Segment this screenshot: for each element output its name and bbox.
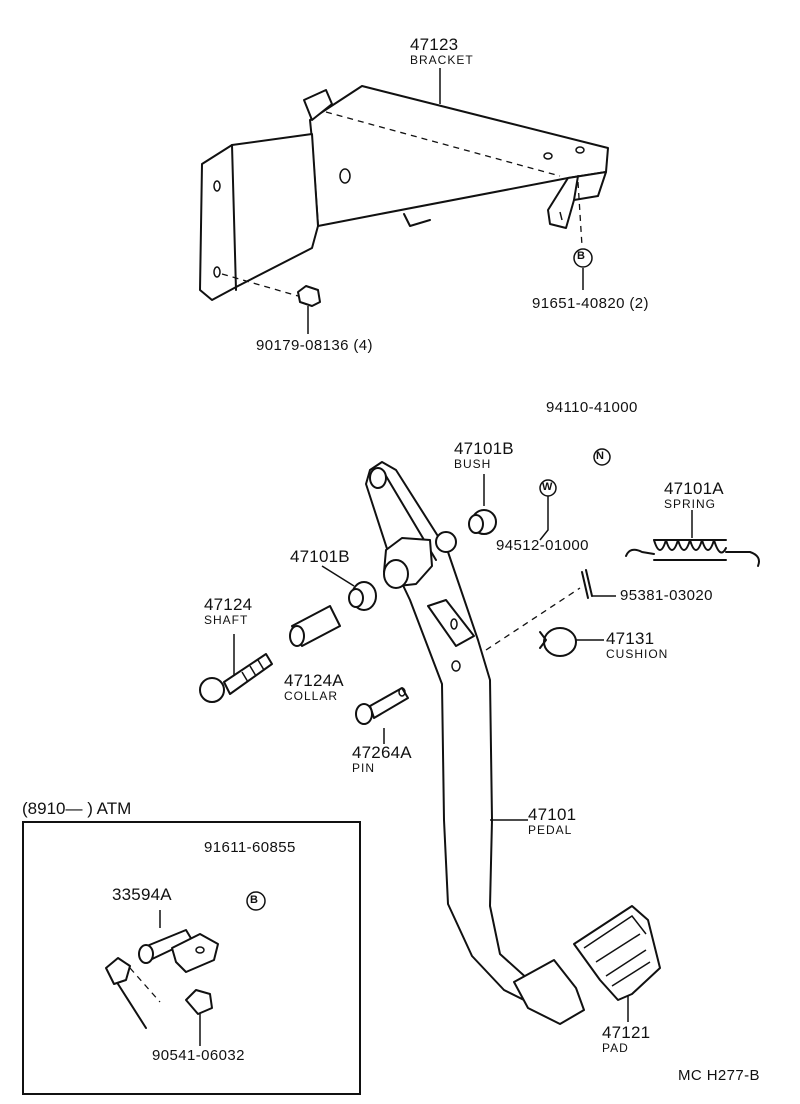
part-94110-label: 94110-41000 bbox=[546, 399, 638, 416]
marker-w: W bbox=[542, 481, 553, 493]
atm-inset-frame bbox=[22, 821, 361, 1095]
part-47264A-label: 47264A PIN bbox=[352, 744, 412, 774]
part-name: PAD bbox=[602, 1041, 629, 1055]
bracket-drawing bbox=[199, 68, 609, 334]
part-name: SPRING bbox=[664, 497, 717, 511]
part-33594A-label: 33594A bbox=[112, 885, 172, 904]
part-name: BRACKET bbox=[410, 53, 474, 67]
cotter-pin-drawing bbox=[581, 569, 616, 599]
part-91651-label: 91651-40820 (2) bbox=[532, 295, 649, 312]
part-name: BUSH bbox=[454, 457, 492, 471]
part-number: 47264A bbox=[352, 743, 412, 762]
part-name: CUSHION bbox=[606, 647, 669, 661]
part-number: 47124A bbox=[284, 671, 344, 690]
part-47101-label: 47101 PEDAL bbox=[528, 806, 576, 836]
spring-drawing bbox=[625, 510, 760, 567]
marker-b-upper: B bbox=[577, 250, 585, 262]
diagram-code: MC H277-B bbox=[678, 1067, 760, 1084]
part-number: 47101 bbox=[528, 805, 577, 824]
part-number: 47101B bbox=[454, 439, 514, 458]
part-number: 47121 bbox=[602, 1023, 651, 1042]
part-90179-label: 90179-08136 (4) bbox=[256, 337, 373, 354]
part-number: 47101A bbox=[664, 479, 724, 498]
part-47101B-bush-label: 47101B BUSH bbox=[454, 440, 514, 470]
pad-drawing bbox=[573, 905, 661, 1022]
bush-lower-drawing bbox=[321, 565, 377, 611]
inset-bracket-drawing bbox=[105, 891, 266, 1046]
part-name: PIN bbox=[352, 761, 376, 775]
part-number: 47124 bbox=[204, 595, 253, 614]
part-47101A-label: 47101A SPRING bbox=[664, 480, 724, 510]
part-47124A-label: 47124A COLLAR bbox=[284, 672, 344, 702]
part-91611-label: 91611-60855 bbox=[204, 839, 296, 856]
marker-b-inset: B bbox=[250, 894, 258, 906]
pedal-drawing bbox=[365, 461, 585, 1025]
part-47101B-label: 47101B bbox=[290, 547, 350, 566]
part-number: 47123 bbox=[410, 35, 459, 54]
shaft-drawing bbox=[199, 634, 273, 703]
part-47131-label: 47131 CUSHION bbox=[606, 630, 668, 660]
part-47124-label: 47124 SHAFT bbox=[204, 596, 252, 626]
pin-drawing bbox=[355, 687, 409, 744]
part-number: 47131 bbox=[606, 629, 655, 648]
part-name: SHAFT bbox=[204, 613, 249, 627]
part-name: COLLAR bbox=[284, 689, 339, 703]
part-name: PEDAL bbox=[528, 823, 573, 837]
collar-drawing bbox=[289, 605, 341, 647]
part-47121-label: 47121 PAD bbox=[602, 1024, 650, 1054]
marker-n: N bbox=[596, 450, 604, 462]
part-47123-label: 47123 BRACKET bbox=[410, 36, 474, 66]
inset-title: (8910— ) ATM bbox=[22, 799, 132, 818]
cushion-drawing bbox=[485, 587, 604, 657]
part-95381-label: 95381-03020 bbox=[620, 587, 713, 604]
part-90541-label: 90541-06032 bbox=[152, 1047, 245, 1064]
part-94512-label: 94512-01000 bbox=[496, 537, 589, 554]
bush-upper-drawing bbox=[435, 474, 497, 553]
